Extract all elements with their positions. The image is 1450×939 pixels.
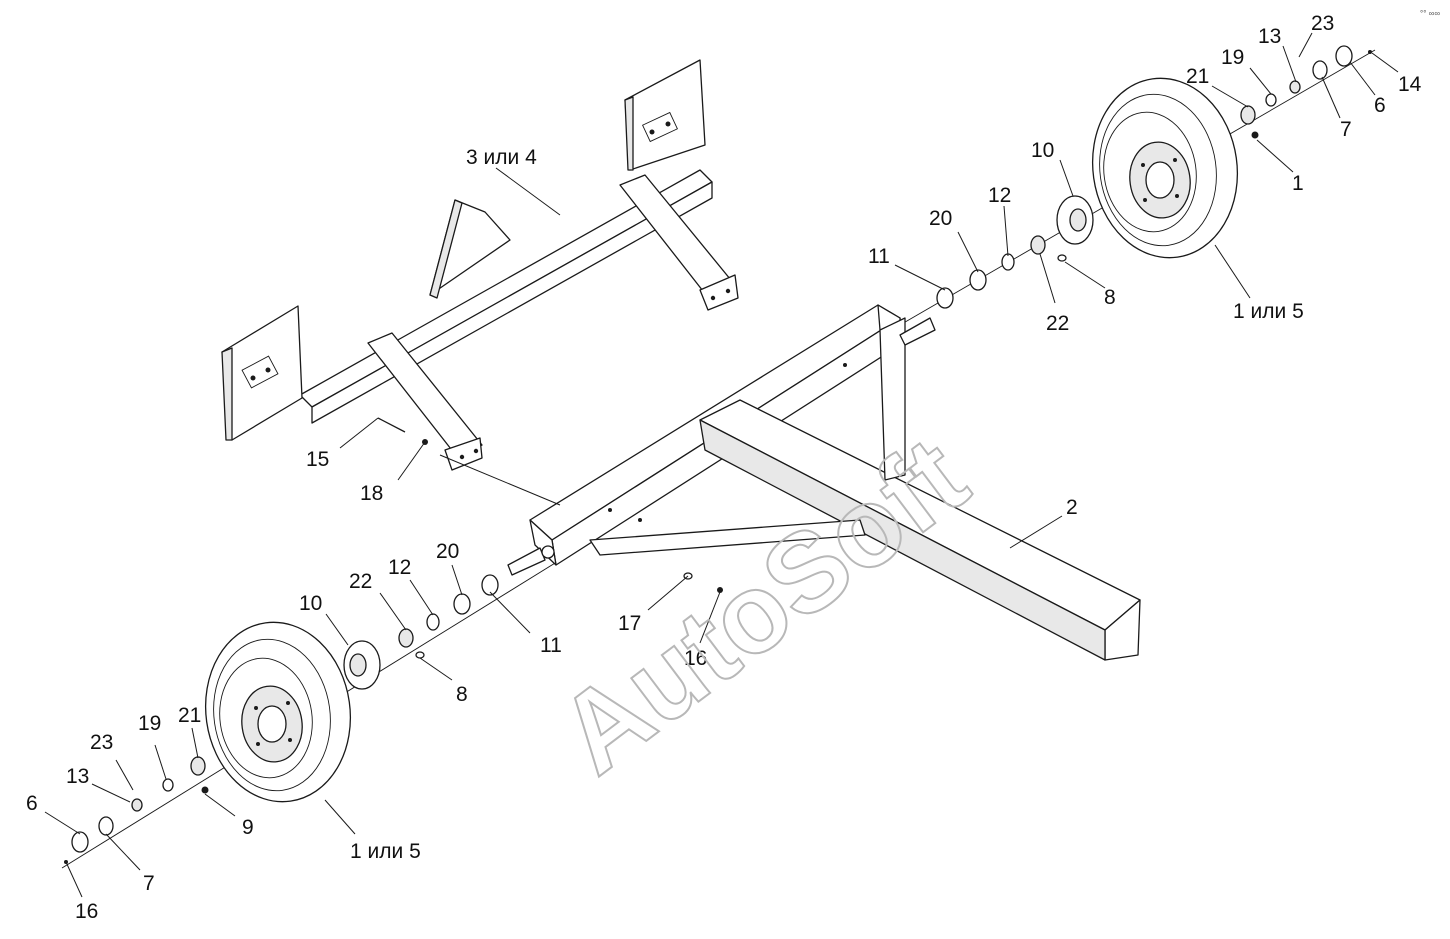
bolt-15 — [377, 417, 406, 433]
callout-21-left: 21 — [178, 704, 201, 727]
callout-7-left: 7 — [143, 872, 155, 895]
callout-1-or-5-left: 1 или 5 — [350, 840, 421, 863]
nut-13-left — [131, 798, 143, 812]
callout-8-right: 8 — [1104, 286, 1116, 309]
callout-23-left: 23 — [90, 731, 113, 754]
bearing-22-right — [1030, 235, 1046, 255]
callout-10-left: 10 — [299, 592, 322, 615]
nut-1-right — [1251, 131, 1259, 139]
washer-11-left — [481, 574, 499, 596]
callout-12-right: 12 — [988, 184, 1011, 207]
callout-16-left: 16 — [75, 900, 98, 923]
callout-3-or-4: 3 или 4 — [466, 146, 537, 169]
callout-1-or-5-right: 1 или 5 — [1233, 300, 1304, 323]
callout-17: 17 — [618, 612, 641, 635]
bolt-8-left — [415, 651, 425, 659]
cap-6-right — [1335, 45, 1353, 67]
left-wheel-assembly — [64, 574, 499, 864]
callout-20-right: 20 — [929, 207, 952, 230]
callout-2: 2 — [1066, 496, 1078, 519]
nut-13-right — [1289, 80, 1301, 94]
washer-11-right — [936, 287, 954, 309]
callout-8-left: 8 — [456, 683, 468, 706]
callout-14: 14 — [1398, 73, 1422, 96]
callout-19-left: 19 — [138, 712, 161, 735]
bearing-21-right — [1240, 105, 1256, 125]
callout-7-right: 7 — [1340, 118, 1352, 141]
callout-22-left: 22 — [349, 570, 372, 593]
callout-6-right: 6 — [1374, 94, 1386, 117]
callout-22-right: 22 — [1046, 312, 1069, 335]
callout-18: 18 — [360, 482, 383, 505]
bearing-12-right — [1001, 253, 1015, 271]
callout-13-left: 13 — [66, 765, 89, 788]
callout-20-left: 20 — [436, 540, 459, 563]
callout-6-left: 6 — [26, 792, 38, 815]
callout-13-right: 13 — [1258, 25, 1281, 48]
nut-16-center — [717, 587, 723, 593]
bolt-8-right — [1057, 254, 1067, 262]
callout-labels: 3 или 4 2 1 1 или 5 6 7 14 13 23 19 21 1… — [26, 12, 1422, 923]
callout-12-left: 12 — [388, 556, 411, 579]
callout-10-right: 10 — [1031, 139, 1054, 162]
bearing-12-left — [426, 613, 440, 631]
washer-19-right — [1265, 93, 1277, 107]
seal-20-left — [453, 593, 471, 615]
leader-lines — [44, 32, 1399, 898]
bearing-21-left — [190, 756, 206, 776]
callout-19-right: 19 — [1221, 46, 1244, 69]
washer-19-left — [162, 778, 174, 792]
callout-15: 15 — [306, 448, 329, 471]
callout-1: 1 — [1292, 172, 1304, 195]
callout-9: 9 — [242, 816, 254, 839]
callout-11-right: 11 — [868, 245, 890, 268]
screw-14 — [1368, 50, 1372, 54]
callout-16-center: 16 — [684, 647, 707, 670]
cap-6-left — [71, 831, 89, 853]
axle-frame — [507, 304, 1141, 661]
nut-9 — [201, 786, 209, 794]
seal-20-right — [969, 269, 987, 291]
gasket-7-left — [98, 816, 114, 836]
corner-mark: °° ∞∞ — [1420, 9, 1440, 18]
gasket-7-right — [1312, 60, 1328, 80]
right-wheel-assembly — [936, 45, 1372, 309]
bearing-22-left — [398, 628, 414, 648]
callout-11-left: 11 — [540, 634, 562, 657]
callout-21-right: 21 — [1186, 65, 1209, 88]
callout-23-right: 23 — [1311, 12, 1334, 35]
upper-support-frame — [221, 59, 739, 471]
